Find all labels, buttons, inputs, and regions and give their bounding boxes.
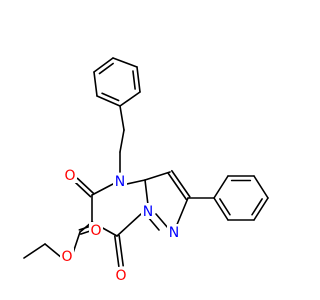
- atom-label-o-ester-carbonyl: O: [90, 223, 101, 239]
- ester-carbonyl-bond: [78, 226, 90, 231]
- phenyl-right-bond: [253, 197, 269, 221]
- ring-bond: [144, 179, 149, 206]
- phenyl-top-bond: [93, 57, 114, 73]
- atom-label-o-ketone-bottom: O: [115, 268, 126, 284]
- phenyl-top-inner-bond: [98, 62, 114, 75]
- atom-label-o-ester-ether: O: [61, 249, 72, 265]
- phenyl-top-bond: [96, 95, 121, 107]
- phenyl-right-inner-bond: [251, 198, 263, 216]
- atom-label-layer: O N O O N N O: [60, 167, 181, 284]
- phenyl-right-inner-bond: [219, 198, 231, 216]
- ketone-double-bond: [118, 234, 124, 267]
- phenyl-top-bond: [93, 71, 98, 97]
- atom-label-o-ketone-top: O: [64, 168, 75, 184]
- pyrazole-double-bond: [167, 172, 187, 201]
- phenyl-top-inner-bond: [101, 92, 120, 102]
- label-bg: [113, 173, 127, 189]
- label-bg: [60, 248, 74, 264]
- ring-bond: [116, 213, 142, 237]
- ethyl-bond: [44, 243, 63, 259]
- atom-label-n-ring-4: N: [115, 174, 125, 190]
- phenyl-right-bond: [213, 197, 229, 221]
- pyrazole-double-bond: [171, 169, 191, 198]
- ketone-double-bond: [73, 180, 92, 198]
- label-bg: [89, 222, 103, 238]
- phenyl-right-bond: [253, 175, 269, 199]
- ring-bond: [91, 183, 114, 196]
- ethyl-bond: [23, 243, 46, 259]
- phenyl-top-bond: [112, 57, 138, 68]
- ester-carbonyl-bond: [79, 230, 91, 235]
- molecule-structure: O N O O N N O: [23, 57, 269, 284]
- label-bg: [167, 224, 181, 240]
- label-bg: [114, 267, 128, 283]
- phenyl-top-bond: [119, 91, 141, 107]
- atom-label-n-pyrazole: N: [169, 225, 179, 241]
- phenyl-top-inner-bond: [132, 70, 136, 90]
- pyrazole-bond: [147, 216, 160, 231]
- ring-bond: [126, 179, 146, 185]
- chain-bond: [119, 129, 125, 153]
- chain-bond: [119, 105, 125, 131]
- phenyl-top-bond: [136, 66, 141, 93]
- pyrazole-bond: [144, 171, 171, 181]
- pyrazole-bond: [155, 213, 169, 229]
- ketone-double-bond: [76, 177, 95, 195]
- ester-bond: [72, 231, 81, 254]
- label-bg: [63, 167, 77, 183]
- phenyl-right-bond: [213, 175, 229, 199]
- bond-layer: [23, 57, 269, 268]
- pyrazole-bond: [175, 197, 189, 228]
- label-bg: [141, 203, 155, 219]
- atom-label-n-bridge: N: [143, 204, 153, 220]
- ketone-double-bond: [114, 235, 120, 268]
